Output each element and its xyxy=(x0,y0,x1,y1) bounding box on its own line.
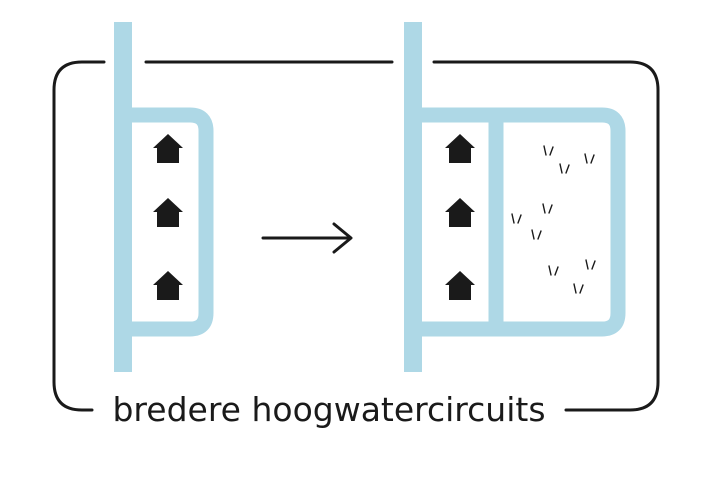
frame-left-segment xyxy=(52,60,106,412)
dike-circuit xyxy=(132,107,214,337)
houses xyxy=(445,134,475,300)
houses xyxy=(153,134,183,300)
house-icon xyxy=(445,198,475,227)
river-channel xyxy=(404,22,422,372)
reed-icon xyxy=(584,153,595,164)
frame-right-segment xyxy=(432,60,660,412)
panel-before xyxy=(114,22,214,372)
outer-frame xyxy=(52,60,660,412)
house-icon xyxy=(153,271,183,300)
reed-icon xyxy=(511,213,522,224)
house-icon xyxy=(445,271,475,300)
house-icon xyxy=(445,134,475,163)
caption: bredere hoogwatercircuits xyxy=(112,390,545,429)
reed-icon xyxy=(573,283,584,294)
widened-dike-circuit xyxy=(422,107,626,337)
reed-icon xyxy=(543,145,554,156)
reed-icon xyxy=(559,163,570,174)
reed-icon xyxy=(548,265,559,276)
reed-icon xyxy=(531,229,542,240)
river-channel xyxy=(114,22,132,372)
house-icon xyxy=(153,134,183,163)
reed-icon xyxy=(542,203,553,214)
panel-after xyxy=(404,22,626,372)
arrow-right-icon xyxy=(261,222,353,254)
reed-icon xyxy=(585,259,596,270)
reed-field xyxy=(511,145,596,294)
house-icon xyxy=(153,198,183,227)
